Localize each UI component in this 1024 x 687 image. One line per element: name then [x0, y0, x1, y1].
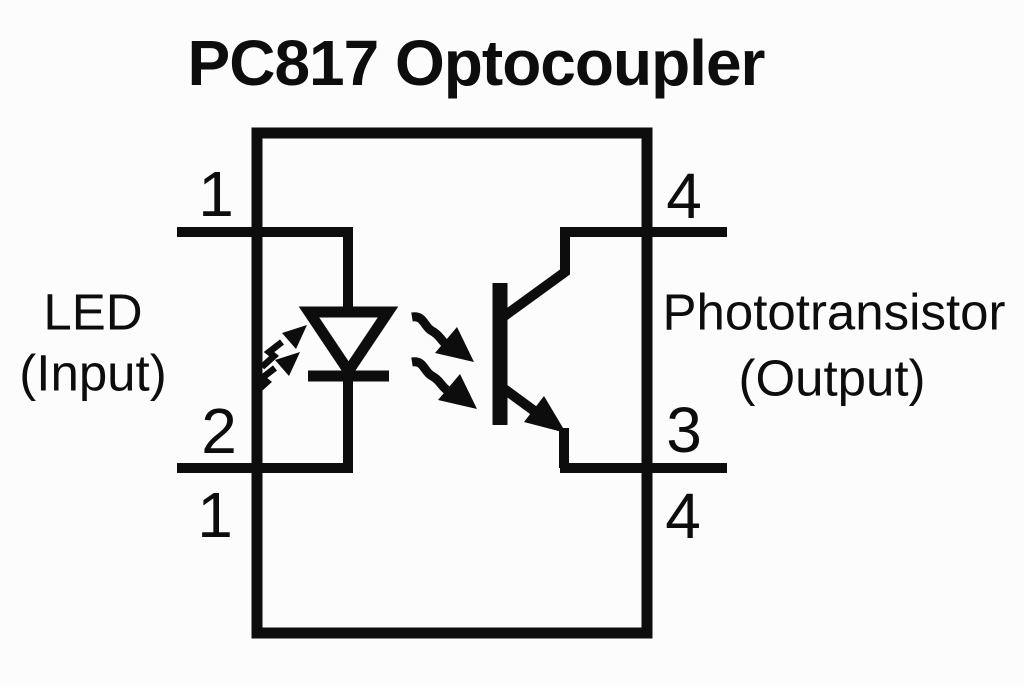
- pin-leads: [177, 227, 727, 473]
- light-transfer-arrows-icon: [411, 312, 477, 409]
- transistor-emitter-arrowhead: [524, 396, 566, 433]
- phototransistor-output-label-line1: Phototransistor: [662, 283, 1006, 341]
- light-arrow-lower-squiggle: [411, 357, 450, 394]
- emission-arrow-lower-tail: [252, 365, 277, 396]
- light-arrow-upper-head: [435, 327, 474, 362]
- led-input-label-line1: LED: [43, 283, 143, 341]
- phototransistor-symbol: [492, 227, 570, 468]
- pin-label-bottom-right-lower: 4: [665, 480, 701, 552]
- led-emission-arrows-icon: [252, 325, 307, 396]
- led-input-label-line2: (Input): [19, 344, 167, 402]
- transistor-collector-wire: [500, 227, 570, 322]
- emission-arrow-upper-head: [282, 325, 307, 349]
- ic-body-outline: [251, 127, 653, 639]
- led-symbol: [298, 227, 399, 468]
- emission-arrow-lower-head: [275, 352, 300, 376]
- pin-label-top-left: 1: [198, 158, 234, 230]
- pin-label-bottom-right-upper: 3: [666, 394, 702, 466]
- page-title: PC817 Optocoupler: [187, 27, 766, 99]
- pin-label-bottom-left-lower: 1: [197, 479, 233, 551]
- pin-label-top-right: 4: [666, 160, 702, 232]
- emission-arrow-upper-tail: [259, 339, 284, 370]
- pin-label-bottom-left-upper: 2: [201, 395, 237, 467]
- light-arrow-upper-squiggle: [411, 312, 450, 349]
- led-triangle: [298, 306, 399, 381]
- phototransistor-output-label-line2: (Output): [738, 349, 926, 407]
- light-arrow-lower-head: [438, 374, 477, 409]
